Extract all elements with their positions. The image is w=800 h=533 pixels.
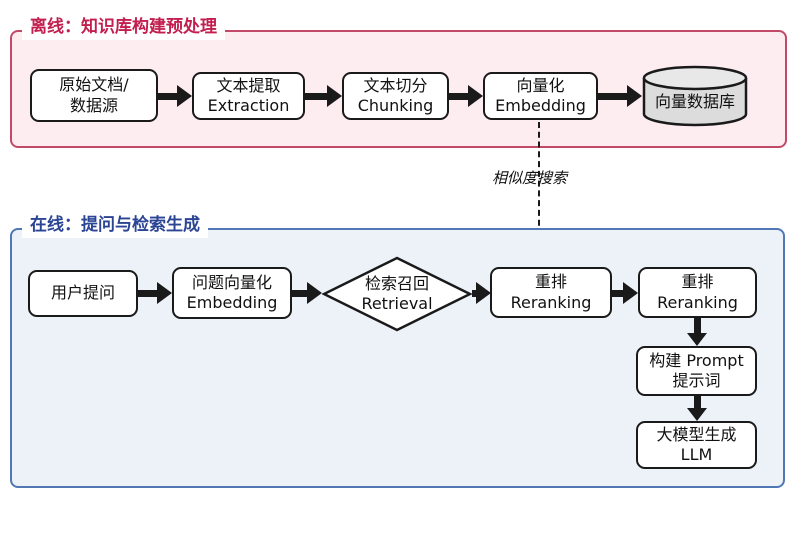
arrow-head-icon	[687, 333, 707, 346]
arrow-head-icon	[468, 85, 483, 107]
arrow-head-icon	[307, 282, 322, 304]
node-build-prompt-line1: 构建 Prompt	[649, 350, 744, 370]
node-text-extraction-line2: Extraction	[207, 96, 290, 115]
node-retrieval-line1: 检索召回	[364, 274, 429, 293]
arrow-shaft	[138, 289, 157, 297]
arrow-shaft	[472, 289, 476, 297]
similarity-search-label: 相似度搜索	[492, 169, 568, 187]
node-query-embedding-line2: Embedding	[186, 293, 278, 312]
database-cylinder-icon	[642, 65, 748, 127]
diamond-shape-icon	[322, 256, 472, 332]
node-text-extraction: 文本提取 Extraction	[192, 72, 305, 120]
arrow-shaft	[158, 92, 177, 100]
arrow-reranking-to-reranking2	[612, 282, 638, 304]
arrow-shaft	[449, 92, 468, 100]
offline-section-title: 离线：知识库构建预处理	[22, 14, 225, 40]
node-retrieval: 检索召回 Retrieval	[322, 256, 472, 332]
node-raw-documents-line2: 数据源	[69, 95, 118, 115]
node-user-query: 用户提问	[28, 270, 138, 317]
node-llm-line2: LLM	[680, 445, 713, 464]
node-reranking-2: 重排 Reranking	[638, 267, 757, 318]
arrow-reranking2-to-prompt	[687, 318, 707, 346]
arrow-head-icon	[627, 85, 642, 107]
arrow-embedding-to-retrieval	[292, 282, 322, 304]
node-retrieval-line2: Retrieval	[361, 294, 433, 313]
arrow-retrieval-to-reranking	[472, 282, 491, 304]
arrow-head-icon	[623, 282, 638, 304]
node-text-chunking: 文本切分 Chunking	[342, 72, 449, 120]
node-reranking-1-line1: 重排	[534, 272, 567, 292]
arrow-shaft	[693, 396, 701, 408]
arrow-raw-to-extraction	[158, 85, 192, 107]
arrow-head-icon	[476, 282, 491, 304]
arrow-shaft	[292, 289, 307, 297]
node-query-embedding-line1: 问题向量化	[191, 272, 272, 292]
node-reranking-1-line2: Reranking	[510, 292, 592, 312]
node-reranking-2-line1: 重排	[681, 272, 714, 292]
node-reranking-2-line2: Reranking	[657, 292, 738, 312]
node-text-extraction-line1: 文本提取	[216, 75, 281, 95]
node-vectorization-embedding: 向量化 Embedding	[483, 72, 598, 120]
node-reranking-1: 重排 Reranking	[490, 267, 612, 318]
node-raw-documents: 原始文档/ 数据源	[30, 69, 158, 122]
arrow-extraction-to-chunking	[305, 85, 342, 107]
node-text-chunking-line2: Chunking	[357, 96, 434, 115]
arrow-embedding-to-vectordb	[598, 85, 642, 107]
arrow-head-icon	[177, 85, 192, 107]
node-text-chunking-line1: 文本切分	[363, 75, 428, 95]
arrow-query-to-embedding	[138, 282, 172, 304]
arrow-head-icon	[157, 282, 172, 304]
arrow-shaft	[612, 289, 623, 297]
node-llm: 大模型生成 LLM	[636, 421, 757, 469]
node-build-prompt: 构建 Prompt 提示词	[636, 346, 757, 396]
online-section-title: 在线：提问与检索生成	[22, 212, 208, 238]
arrow-shaft	[305, 92, 327, 100]
arrow-shaft	[693, 318, 701, 333]
arrow-head-icon	[687, 408, 707, 421]
node-vector-database: 向量数据库	[642, 84, 748, 120]
node-build-prompt-line2: 提示词	[672, 371, 721, 390]
node-vectorization-line1: 向量化	[516, 75, 565, 95]
node-raw-documents-line1: 原始文档/	[59, 75, 129, 95]
arrow-prompt-to-llm	[687, 396, 707, 421]
dashed-line	[538, 122, 540, 255]
arrow-chunking-to-embedding	[449, 85, 483, 107]
node-query-embedding: 问题向量化 Embedding	[172, 267, 292, 319]
arrow-head-icon	[327, 85, 342, 107]
node-vectorization-line2: Embedding	[495, 96, 586, 115]
arrow-shaft	[598, 92, 627, 100]
node-user-query-label: 用户提问	[50, 283, 115, 303]
node-llm-line1: 大模型生成	[656, 424, 737, 444]
node-vector-database-label: 向量数据库	[654, 92, 735, 111]
